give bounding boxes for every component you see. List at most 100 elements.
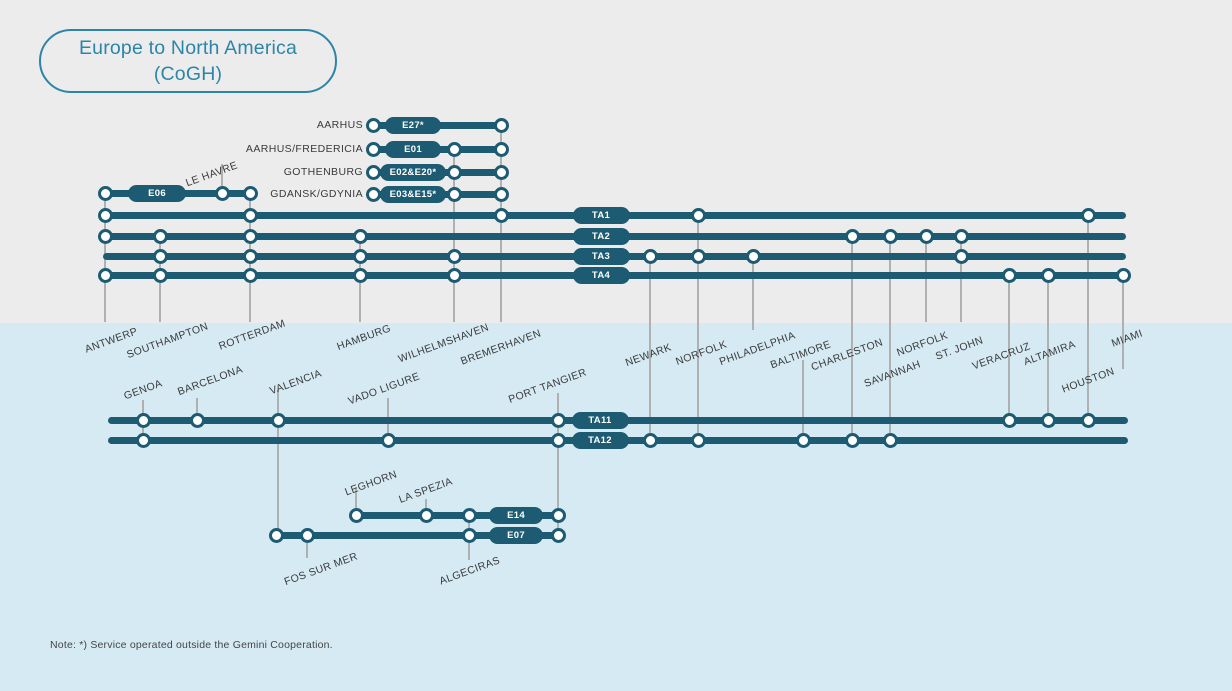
port-stop bbox=[493, 141, 509, 157]
port-stop bbox=[242, 185, 258, 201]
port-stop bbox=[135, 432, 151, 448]
port-stop bbox=[918, 228, 934, 244]
port-stop bbox=[461, 507, 477, 523]
port-stop bbox=[690, 432, 706, 448]
port-stop bbox=[745, 248, 761, 264]
port-connector-line bbox=[425, 499, 427, 515]
port-stop bbox=[152, 228, 168, 244]
port-stop bbox=[189, 412, 205, 428]
port-stop bbox=[844, 228, 860, 244]
port-stop bbox=[242, 228, 258, 244]
port-stop bbox=[418, 507, 434, 523]
port-stop bbox=[365, 164, 381, 180]
port-stop bbox=[493, 186, 509, 202]
port-stop bbox=[352, 228, 368, 244]
port-stop bbox=[461, 527, 477, 543]
service-badge-e03-e15: E03&E15* bbox=[380, 185, 446, 203]
port-stop bbox=[446, 267, 462, 283]
port-stop bbox=[550, 507, 566, 523]
port-connector-line bbox=[752, 256, 754, 330]
service-badge-e14: E14 bbox=[489, 506, 543, 524]
service-badge-ta11: TA11 bbox=[571, 411, 629, 429]
port-label-aarhus-fredericia: AARHUS/FREDERICIA bbox=[245, 143, 363, 155]
port-label-gdansk-gdynia: GDANSK/GDYNIA bbox=[270, 188, 363, 200]
port-stop bbox=[550, 412, 566, 428]
port-label-gothenburg: GOTHENBURG bbox=[283, 166, 363, 178]
port-stop bbox=[152, 248, 168, 264]
title-line-1: Europe to North America bbox=[78, 37, 298, 59]
service-badge-ta4: TA4 bbox=[572, 266, 630, 284]
service-badge-ta2: TA2 bbox=[572, 227, 630, 245]
port-connector-line bbox=[221, 164, 223, 186]
port-stop bbox=[152, 267, 168, 283]
title-badge: Europe to North America (CoGH) bbox=[39, 29, 337, 93]
port-connector-line bbox=[1087, 215, 1089, 420]
port-connector-line bbox=[1047, 275, 1049, 420]
port-connector-line bbox=[557, 393, 559, 535]
port-stop bbox=[493, 207, 509, 223]
port-stop bbox=[352, 248, 368, 264]
port-connector-line bbox=[500, 125, 502, 322]
port-connector-line bbox=[649, 256, 651, 440]
port-stop bbox=[1080, 207, 1096, 223]
port-stop bbox=[348, 507, 364, 523]
port-stop bbox=[242, 248, 258, 264]
port-stop bbox=[135, 412, 151, 428]
port-stop bbox=[1001, 412, 1017, 428]
port-stop bbox=[1040, 412, 1056, 428]
port-stop bbox=[97, 228, 113, 244]
port-stop bbox=[97, 267, 113, 283]
port-stop bbox=[268, 527, 284, 543]
service-badge-ta12: TA12 bbox=[571, 431, 629, 449]
port-connector-line bbox=[802, 360, 804, 440]
port-connector-line bbox=[355, 487, 357, 515]
port-stop bbox=[1080, 412, 1096, 428]
port-connector-line bbox=[889, 236, 891, 440]
port-connector-line bbox=[697, 215, 699, 440]
port-stop bbox=[97, 207, 113, 223]
port-connector-line bbox=[925, 236, 927, 322]
port-stop bbox=[642, 432, 658, 448]
port-stop bbox=[690, 207, 706, 223]
port-stop bbox=[493, 164, 509, 180]
service-badge-e06: E06 bbox=[128, 184, 186, 202]
port-stop bbox=[214, 185, 230, 201]
port-stop bbox=[953, 228, 969, 244]
footnote: Note: *) Service operated outside the Ge… bbox=[50, 639, 333, 651]
port-stop bbox=[446, 141, 462, 157]
port-stop bbox=[352, 267, 368, 283]
service-badge-ta3: TA3 bbox=[572, 247, 630, 265]
port-stop bbox=[242, 207, 258, 223]
port-connector-line bbox=[851, 236, 853, 440]
port-stop bbox=[1001, 267, 1017, 283]
sea-background bbox=[0, 323, 1232, 691]
port-connector-line bbox=[306, 535, 308, 558]
port-stop bbox=[365, 117, 381, 133]
port-stop bbox=[446, 186, 462, 202]
port-stop bbox=[882, 432, 898, 448]
port-label-le-havre: LE HAVRE bbox=[183, 159, 240, 190]
service-badge-e27: E27* bbox=[385, 116, 441, 134]
port-stop bbox=[690, 248, 706, 264]
port-stop bbox=[446, 248, 462, 264]
port-stop bbox=[365, 186, 381, 202]
service-line-e14 bbox=[356, 511, 558, 519]
port-stop bbox=[242, 267, 258, 283]
port-stop bbox=[1115, 267, 1131, 283]
service-badge-ta1: TA1 bbox=[572, 206, 630, 224]
port-stop bbox=[446, 164, 462, 180]
port-stop bbox=[882, 228, 898, 244]
service-badge-e07: E07 bbox=[489, 526, 543, 544]
service-badge-e02-e20: E02&E20* bbox=[380, 163, 446, 181]
port-connector-line bbox=[1122, 275, 1124, 369]
service-line-e07 bbox=[276, 531, 558, 539]
port-connector-line bbox=[960, 236, 962, 322]
port-connector-line bbox=[277, 390, 279, 535]
port-stop bbox=[380, 432, 396, 448]
service-badge-e01: E01 bbox=[385, 140, 441, 158]
port-stop bbox=[642, 248, 658, 264]
port-stop bbox=[97, 185, 113, 201]
port-stop bbox=[795, 432, 811, 448]
port-connector-line bbox=[1008, 275, 1010, 420]
